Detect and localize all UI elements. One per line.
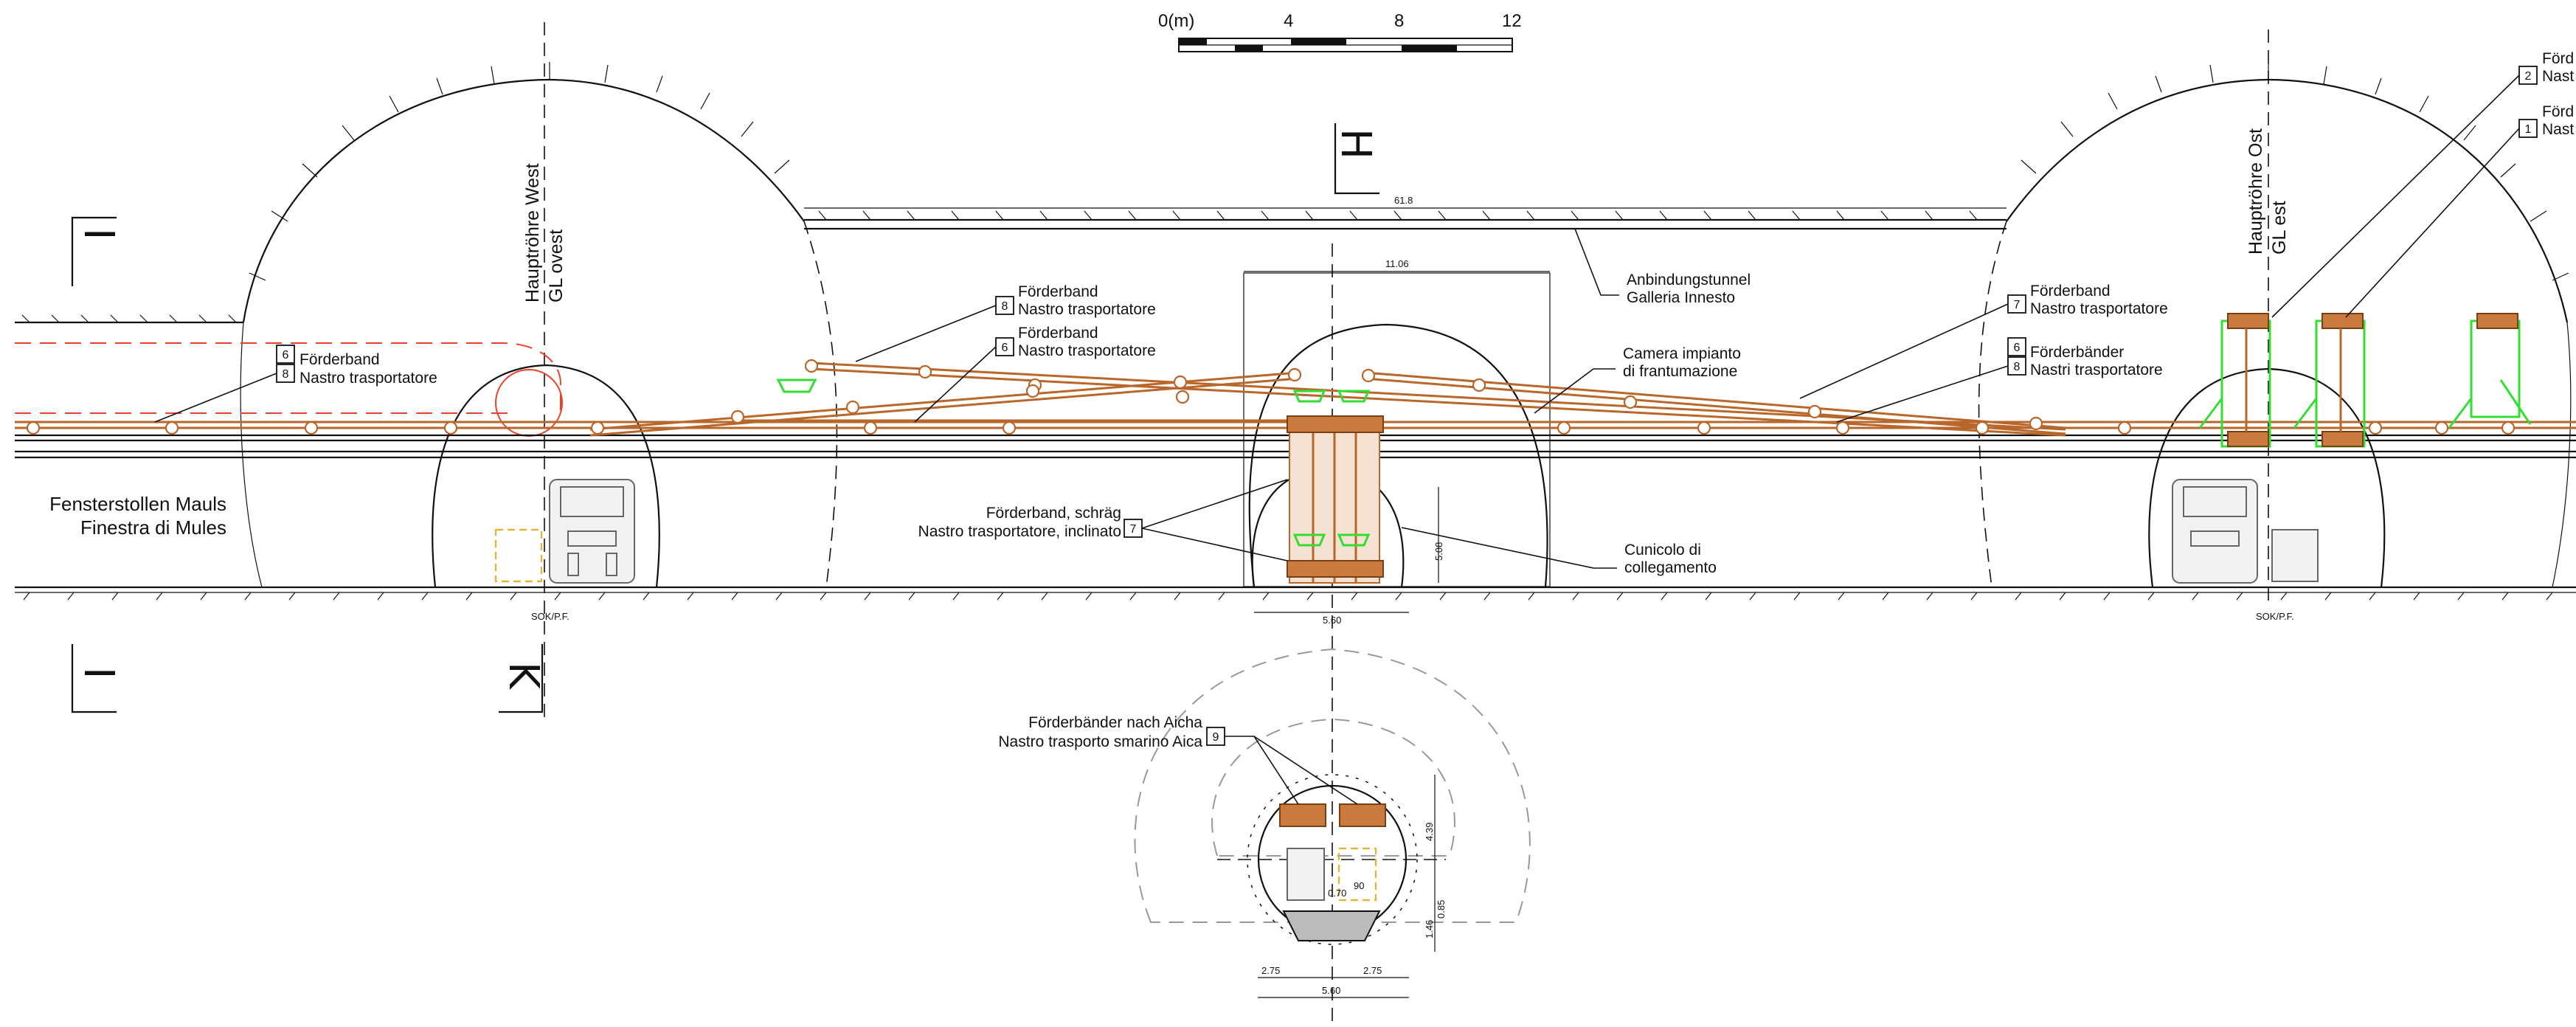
center-axes: [544, 22, 2269, 1027]
label-2-de: Förd: [2542, 50, 2574, 67]
section-mark-h: H: [1332, 128, 1379, 159]
annotation-conveyor-8-top: 8 Förderband Nastro trasportatore: [855, 283, 1156, 362]
annotation-inclined: Förderband, schräg Nastro trasportatore,…: [918, 479, 1288, 561]
sok-right: SOK/P.F.: [2256, 611, 2294, 622]
vehicles: [494, 479, 2319, 584]
dim-lower-left: 2.75: [1261, 965, 1280, 976]
annotation-far-right: 2 Förd Nast 1 Förd Nast: [2271, 50, 2574, 318]
tag-2: 2: [2525, 70, 2532, 83]
annotation-aicha: Förderbänder nach Aicha Nastro trasporto…: [998, 714, 1358, 805]
scale-label-8: 8: [1394, 11, 1404, 31]
dim-lower-right: 2.75: [1363, 965, 1382, 976]
annotation-conveyor-68-right: 6 8 Förderbänder Nastri trasportatore: [1836, 337, 2163, 423]
right-conveyor-towers: [2198, 313, 2532, 448]
belt-rollers: [26, 359, 2516, 435]
dim-lower-small: 0.70: [1328, 888, 1346, 899]
tag-6-left: 6: [283, 349, 289, 362]
label-cunicolo-de: Cunicolo di: [1624, 542, 1701, 559]
dim-lower-height-b: 1.46: [1424, 920, 1435, 938]
section-mark-bottom-left: I: [75, 667, 122, 680]
vehicle-east: [2172, 479, 2319, 584]
tag-7-right: 7: [2014, 299, 2021, 311]
sok-left: SOK/P.F.: [531, 611, 569, 622]
label-camera-it: di frantumazione: [1623, 363, 1737, 380]
scale-label-4: 4: [1284, 11, 1293, 31]
window-tunnel-line2: Finestra di Mules: [80, 516, 226, 539]
section-mark-k: K: [499, 662, 547, 690]
label-7-right-it: Nastro trasportatore: [2030, 300, 2168, 317]
dim-lower-total: 5.60: [1322, 985, 1340, 996]
annotation-anbindungstunnel: Anbindungstunnel Galleria Innesto: [1574, 228, 1751, 306]
east-tube-line1: Hauptröhre Ost: [2246, 128, 2266, 255]
label-anbindung-it: Galleria Innesto: [1627, 289, 1735, 306]
west-tube-line2: GL ovest: [546, 229, 567, 302]
section-mark-top-left: I: [75, 228, 122, 241]
dim-lower-90: 90: [1354, 880, 1364, 891]
label-inclined-de: Förderband, schräg: [986, 505, 1121, 522]
dim-lower-height-c: 0.85: [1436, 900, 1447, 919]
tube-titles: Hauptröhre West GL ovest Hauptröhre Ost …: [522, 128, 2290, 302]
tag-8-left: 8: [283, 368, 289, 381]
dim-lower-height-a: 4.39: [1424, 823, 1435, 841]
east-tube-line2: GL est: [2269, 201, 2290, 255]
label-aicha-de: Förderbänder nach Aicha: [1028, 714, 1202, 731]
window-tunnel-line1: Fensterstollen Mauls: [49, 493, 226, 515]
dim-span-top: 61.8: [1394, 195, 1413, 206]
central-conveyor-stack: [776, 378, 1384, 584]
tag-9: 9: [1213, 731, 1219, 744]
annotation-conveyor-7-right: 7 Förderband Nastro trasportatore: [1799, 283, 2168, 399]
label-2-it: Nast: [2542, 68, 2574, 85]
tag-6-top: 6: [1002, 342, 1008, 354]
label-left-it: Nastro trasportatore: [300, 370, 437, 387]
label-inclined-it: Nastro trasportatore, inclinato: [918, 523, 1121, 540]
tag-6-right: 6: [2014, 342, 2021, 354]
annotation-conveyor-left: 6 8 Förderband Nastro trasportatore: [154, 345, 437, 423]
vehicle-west: [549, 479, 635, 584]
label-aicha-it: Nastro trasporto smarino Aica: [998, 733, 1202, 750]
tag-8-right: 8: [2014, 361, 2021, 373]
label-6-top-it: Nastro trasportatore: [1018, 342, 1156, 359]
label-68-right-de: Förderbänder: [2030, 344, 2124, 361]
tag-1: 1: [2525, 123, 2532, 136]
scale-label-0: 0(m): [1158, 11, 1194, 31]
scale-bar: 0(m) 4 8 12: [1158, 11, 1522, 52]
label-camera-de: Camera impianto: [1623, 345, 1741, 362]
dim-chamber-width: 11.06: [1385, 258, 1409, 269]
annotation-conveyor-6-top: 6 Förderband Nastro trasportatore: [914, 325, 1156, 423]
label-8-top-de: Förderband: [1018, 283, 1098, 300]
dim-chamber-height: 5.08: [1433, 542, 1444, 561]
lower-tunnel: [1134, 648, 1531, 945]
scale-label-12: 12: [1502, 11, 1522, 31]
label-1-it: Nast: [2542, 121, 2574, 138]
annotation-cunicolo: Cunicolo di collegamento: [1401, 527, 1717, 576]
label-1-de: Förd: [2542, 103, 2574, 120]
window-tunnel-label: Fensterstollen Mauls Finestra di Mules: [49, 493, 226, 539]
label-cunicolo-it: collegamento: [1624, 559, 1717, 576]
tag-7-inclined: 7: [1130, 523, 1137, 536]
label-68-right-it: Nastri trasportatore: [2030, 362, 2163, 378]
annotation-camera: Camera impianto di frantumazione: [1534, 345, 1741, 414]
label-anbindung-de: Anbindungstunnel: [1627, 272, 1751, 288]
label-7-right-de: Förderband: [2030, 283, 2111, 300]
dim-cunicolo-width: 5.60: [1323, 615, 1341, 626]
label-left-de: Förderband: [300, 351, 380, 368]
excavation-outline: [15, 62, 2576, 601]
section-markers: I I K H: [71, 123, 1379, 713]
label-6-top-de: Förderband: [1018, 325, 1098, 342]
tag-8-top: 8: [1002, 300, 1008, 313]
west-tube-line1: Hauptröhre West: [522, 163, 543, 302]
dimensions: 61.8 11.06 5.08 5.60 2.75 2.75 5.60 90 0…: [531, 195, 2294, 998]
small-tunnel-profiles: [432, 272, 2386, 588]
label-8-top-it: Nastro trasportatore: [1018, 301, 1156, 318]
